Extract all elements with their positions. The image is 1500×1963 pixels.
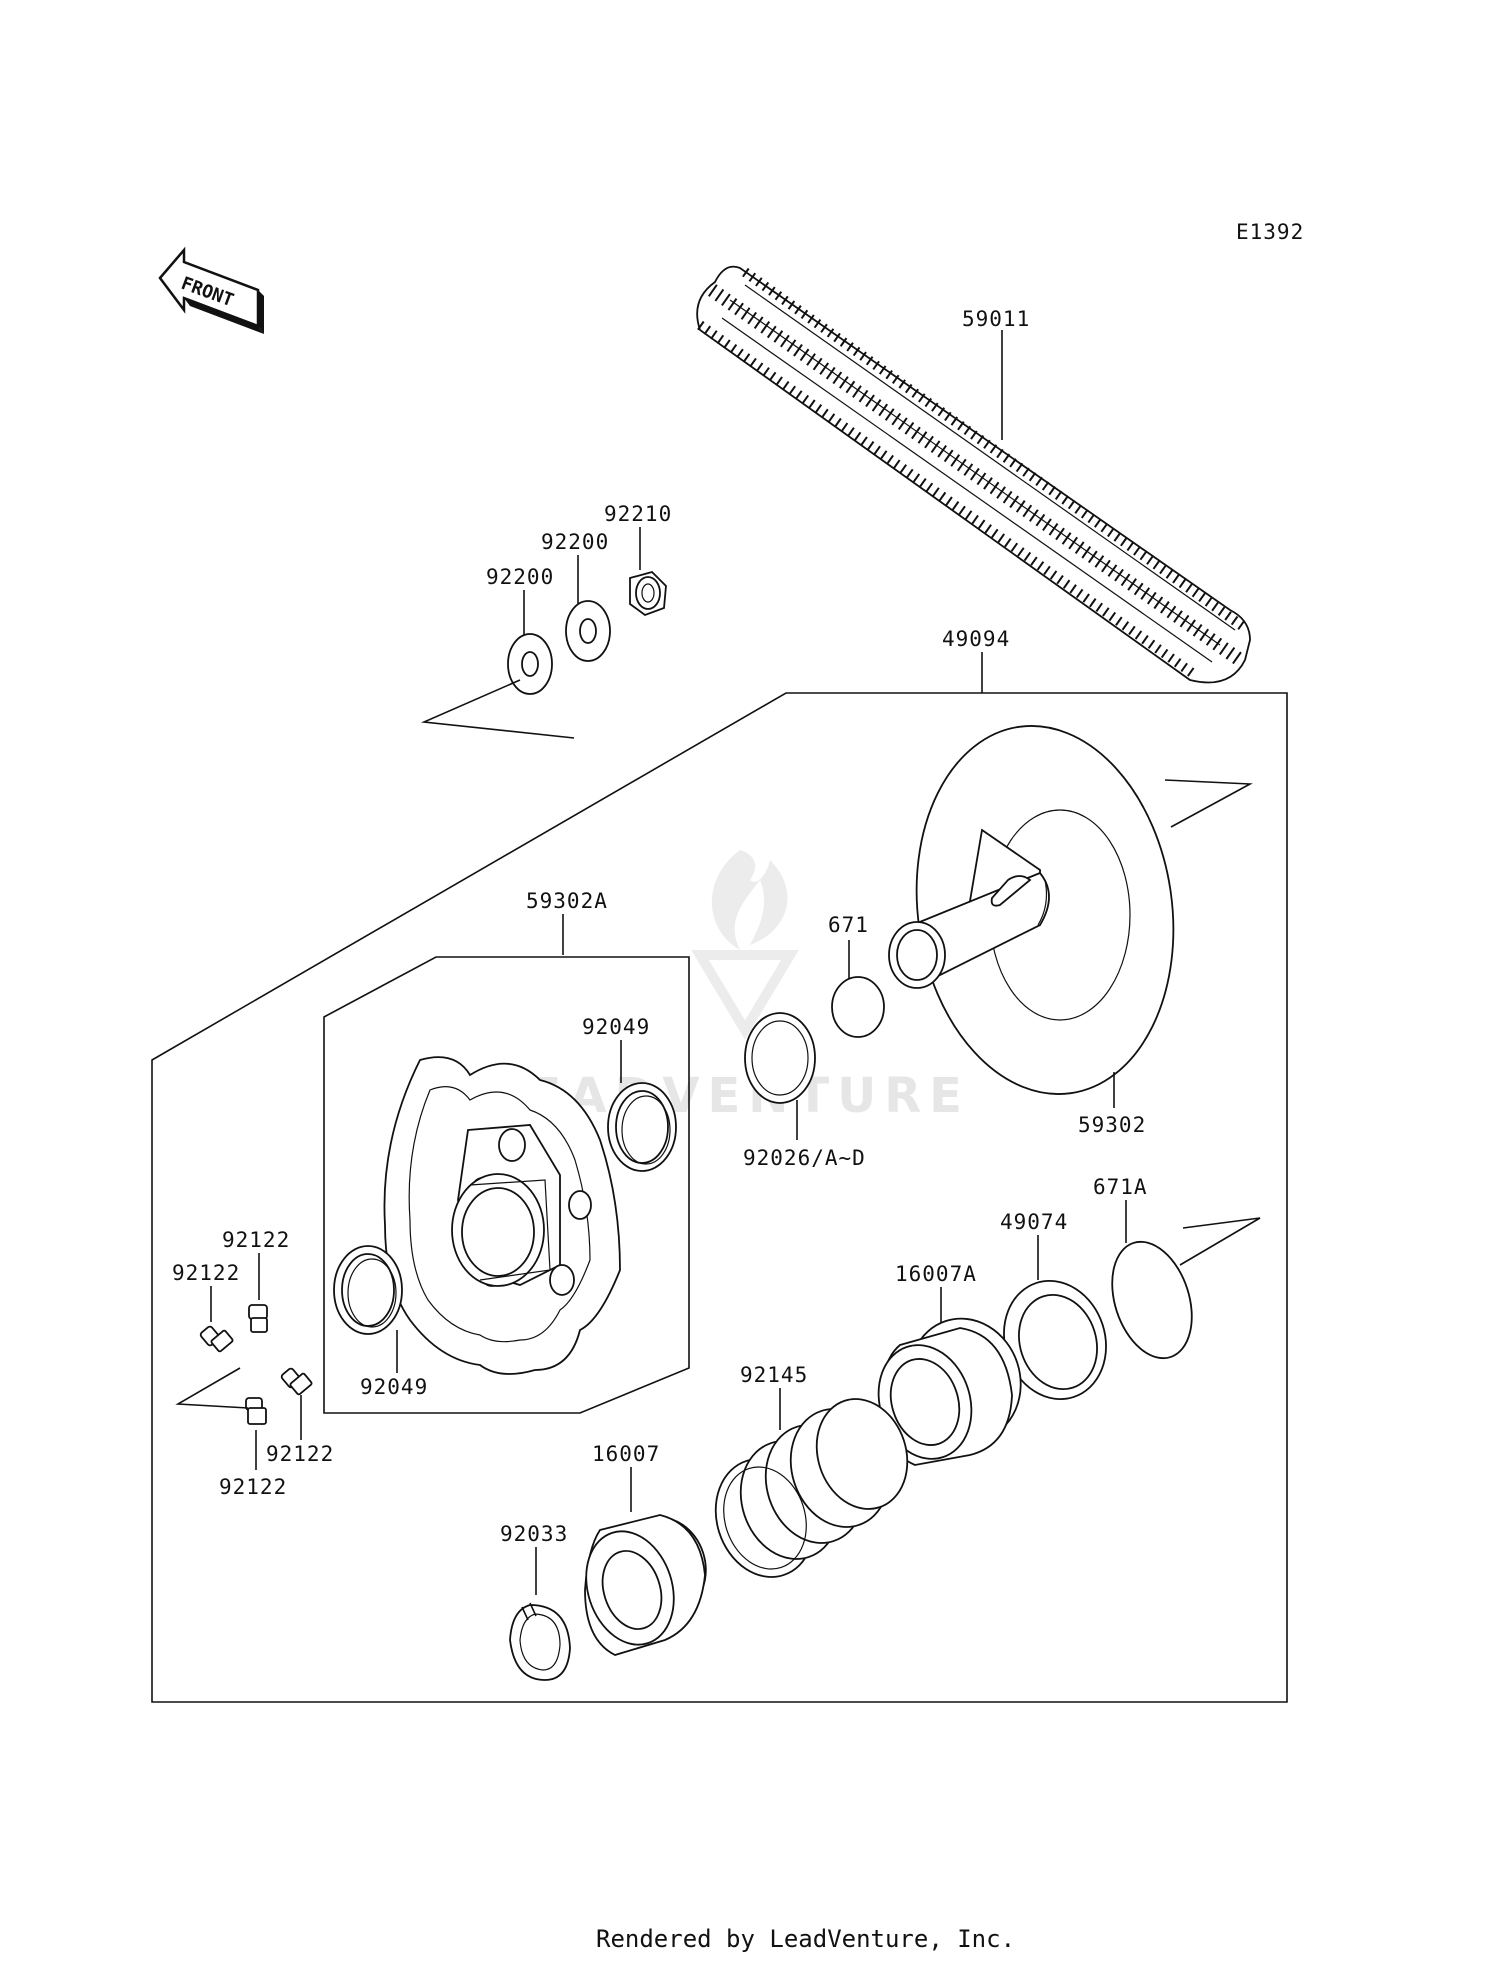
diagram-code: E1392 [1236,220,1304,244]
movable-sheave [383,1056,621,1375]
seal-upper-icon [607,1082,677,1172]
label-49094: 49094 [942,627,1010,651]
grease-fitting-1-icon [248,1304,268,1333]
watermark: LEADVENTURE [490,850,962,1124]
label-92026: 92026/A~D [743,1146,866,1170]
label-671A: 671A [1093,1175,1148,1199]
front-arrow-icon: FRONT [158,246,264,334]
sheave-box-outline [323,956,690,1414]
label-92033: 92033 [500,1522,568,1546]
label-16007: 16007 [592,1442,660,1466]
washer-lower-icon [507,633,553,695]
o-ring-large-icon [1111,1240,1193,1360]
label-92049-lower: 92049 [360,1375,428,1399]
assembly-outline [151,692,1288,1703]
label-92200-lower: 92200 [486,565,554,589]
o-ring-icon [831,976,885,1038]
label-49074: 49074 [1000,1210,1068,1234]
label-59302A: 59302A [526,889,608,913]
label-92049-upper: 92049 [582,1015,650,1039]
label-671: 671 [828,913,869,937]
label-92145: 92145 [740,1363,808,1387]
label-92210: 92210 [604,502,672,526]
label-92122-d: 92122 [219,1475,287,1499]
cover-large-icon [877,1317,1022,1466]
label-16007A: 16007A [895,1262,977,1286]
spring-icon [714,1398,909,1578]
label-92200-upper: 92200 [541,530,609,554]
shim-icon [744,1012,816,1104]
drive-belt [696,265,1251,684]
label-92122-c: 92122 [266,1442,334,1466]
grease-fitting-4-icon [245,1397,267,1425]
cam-icon [1003,1279,1107,1401]
label-92122-a: 92122 [222,1228,290,1252]
snap-ring-icon [509,1602,571,1681]
label-92122-b: 92122 [172,1261,240,1285]
footer-credit: Rendered by LeadVenture, Inc. [596,1925,1015,1953]
seal-lower-icon [333,1245,403,1335]
label-59302: 59302 [1078,1113,1146,1137]
cover-icon [584,1514,707,1656]
label-59011: 59011 [962,307,1030,331]
grease-fitting-2-icon [199,1325,234,1353]
grease-fitting-3-icon [280,1367,313,1396]
nut-icon [629,570,667,617]
washer-upper-icon [565,600,611,662]
fixed-sheave [888,725,1175,1095]
